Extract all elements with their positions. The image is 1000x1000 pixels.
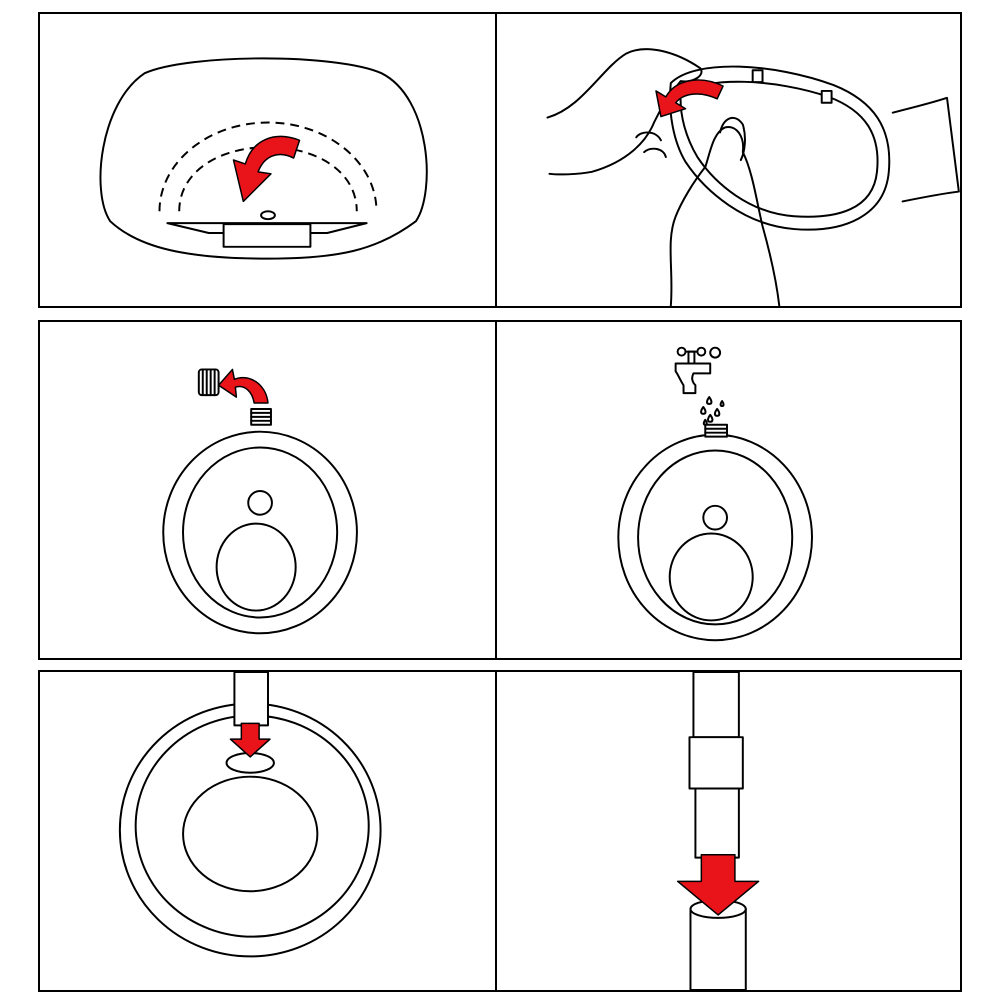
dashed-outer-arc <box>158 121 378 212</box>
step-panel-3 <box>38 320 497 660</box>
spout-threads <box>250 411 272 422</box>
down-arrow-icon <box>229 722 271 758</box>
upper-pole <box>692 672 740 739</box>
step-panel-1 <box>38 12 497 308</box>
curved-arrow-icon <box>217 368 269 404</box>
cap-ridges <box>201 368 216 397</box>
water-tap-icon <box>674 346 722 395</box>
right-hand <box>669 126 781 306</box>
hose-clip-1 <box>751 69 764 84</box>
left-hand <box>546 48 703 176</box>
curved-arrow-icon <box>655 79 724 118</box>
base-inner-rim <box>637 449 794 626</box>
hose-clip-2 <box>820 89 833 104</box>
pole-joint <box>688 736 744 790</box>
base-outer-rim <box>162 430 358 635</box>
spout-threads <box>704 427 729 434</box>
step-panel-6 <box>495 670 962 992</box>
right-thumb <box>719 116 746 161</box>
left-hand-fingers <box>635 131 667 159</box>
base-outer-rim <box>617 433 813 642</box>
insert-base-illustration <box>118 672 382 958</box>
base-post <box>689 908 747 990</box>
hose-ring <box>669 65 891 231</box>
base-inner-opening <box>182 775 319 893</box>
large-opening <box>215 522 297 612</box>
pole <box>233 672 269 727</box>
fill-water-illustration <box>617 346 813 642</box>
lower-pole <box>694 787 740 859</box>
down-arrow-icon <box>676 853 760 916</box>
push-pole-illustration <box>676 672 760 990</box>
water-drops <box>700 396 725 426</box>
mount-bracket <box>222 223 312 248</box>
sleeve <box>891 96 960 203</box>
center-knob <box>260 210 276 221</box>
step-panel-4 <box>495 320 962 660</box>
base-inner-rim <box>182 446 339 619</box>
curved-arrow-icon <box>232 135 301 203</box>
fill-spout <box>704 423 729 438</box>
inflate-valve-mount-illustration <box>99 57 428 260</box>
hose-ring-inner <box>679 80 879 218</box>
step-panel-5 <box>38 670 497 992</box>
unscrew-cap-illustration <box>162 368 358 635</box>
connect-hose-ring-illustration <box>546 48 960 306</box>
base-outline <box>99 57 428 260</box>
large-opening <box>668 532 754 622</box>
small-hole <box>702 504 729 531</box>
step-panel-2 <box>495 12 962 308</box>
small-hole <box>247 490 273 516</box>
